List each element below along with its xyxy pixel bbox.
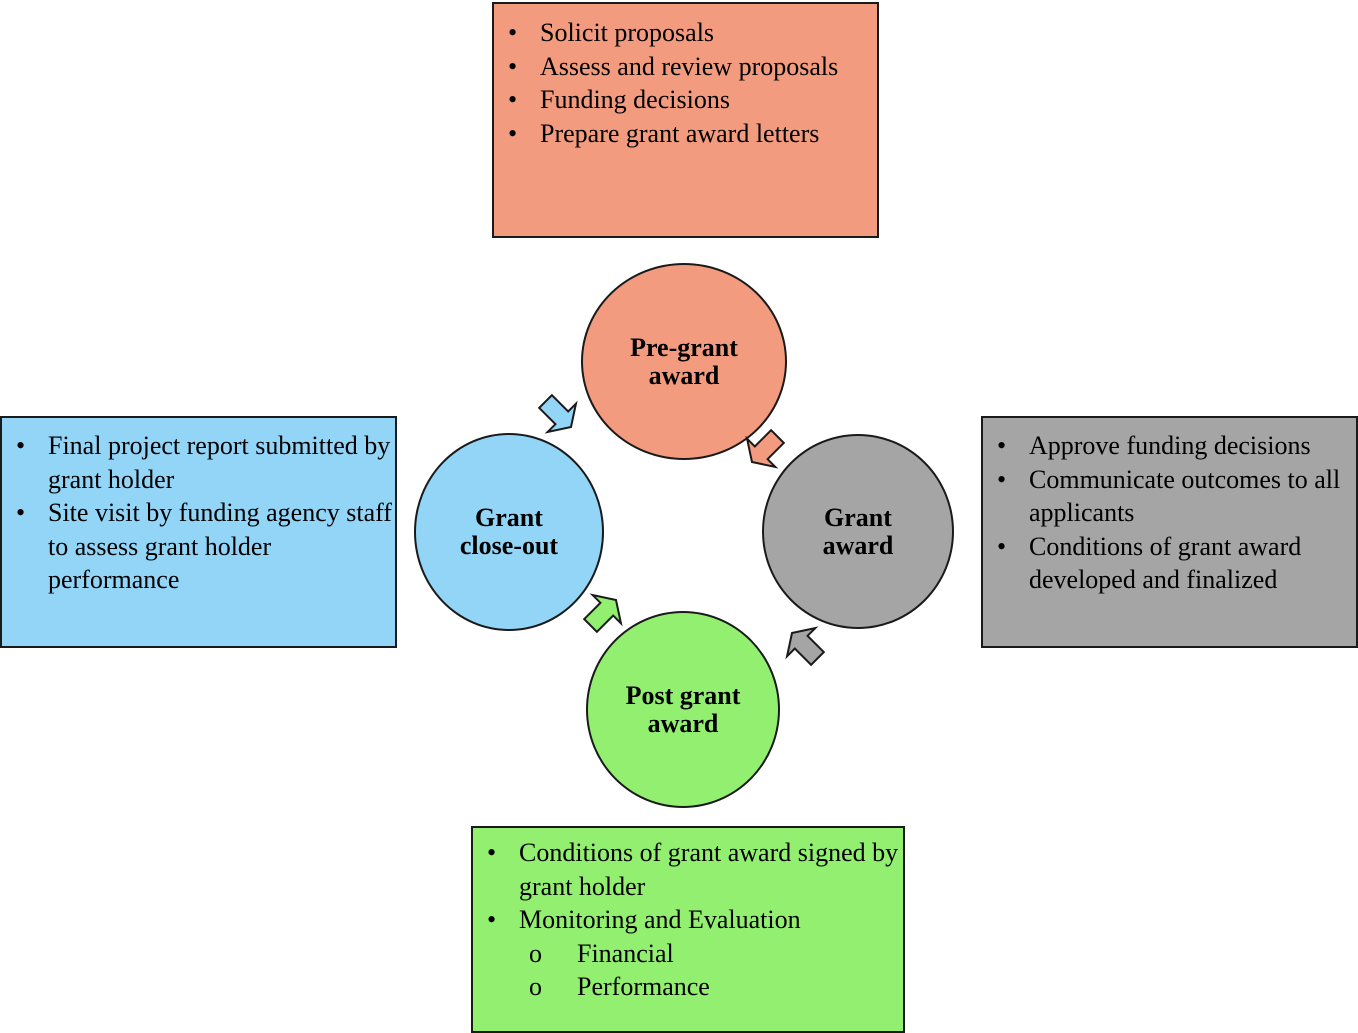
pre-grant-task-item: Funding decisions bbox=[494, 83, 877, 117]
stage-label-line: Post grant bbox=[625, 680, 741, 710]
post-grant-award-stage: Post grant award bbox=[586, 611, 780, 808]
pre-grant-task-item: Assess and review proposals bbox=[494, 50, 877, 84]
post-grant-subtask-item: Financial bbox=[473, 937, 903, 971]
arrow-pre-to-award-icon bbox=[745, 428, 786, 469]
post-grant-task-item: Conditions of grant award signed by gran… bbox=[473, 836, 903, 903]
close-out-task-item: Site visit by funding agency staff to as… bbox=[2, 496, 395, 597]
stage-label-line: Grant bbox=[824, 502, 892, 532]
pre-grant-tasks-box: Solicit proposals Assess and review prop… bbox=[492, 2, 879, 238]
stage-label-line: award bbox=[822, 530, 894, 560]
pre-grant-task-item: Prepare grant award letters bbox=[494, 117, 877, 151]
post-grant-subtask-item: Performance bbox=[473, 970, 903, 1004]
close-out-task-item: Final project report submitted by grant … bbox=[2, 429, 395, 496]
post-grant-tasks-box: Conditions of grant award signed by gran… bbox=[471, 826, 905, 1033]
stage-label-line: award bbox=[648, 360, 720, 390]
post-grant-task-item: Monitoring and Evaluation bbox=[473, 903, 903, 937]
grant-award-stage: Grant award bbox=[762, 434, 954, 629]
grant-award-task-item: Approve funding decisions bbox=[983, 429, 1356, 463]
stage-label-line: close-out bbox=[459, 531, 559, 560]
grant-award-task-item: Conditions of grant award developed and … bbox=[983, 530, 1356, 597]
stage-label-line: award bbox=[647, 708, 719, 738]
arrow-post-to-closeout-icon bbox=[582, 593, 623, 634]
grant-close-out-stage: Grant close-out bbox=[414, 433, 604, 631]
arrow-closeout-to-pre-icon bbox=[537, 393, 578, 434]
grant-award-tasks-box: Approve funding decisions Communicate ou… bbox=[981, 416, 1358, 648]
grant-award-task-item: Communicate outcomes to all applicants bbox=[983, 463, 1356, 530]
pre-grant-award-stage: Pre-grant award bbox=[581, 263, 787, 460]
stage-label-line: Pre-grant bbox=[630, 332, 738, 362]
arrow-award-to-post-icon bbox=[785, 626, 826, 667]
close-out-tasks-box: Final project report submitted by grant … bbox=[0, 416, 397, 648]
stage-label-line: Grant bbox=[475, 503, 543, 532]
pre-grant-task-item: Solicit proposals bbox=[494, 16, 877, 50]
